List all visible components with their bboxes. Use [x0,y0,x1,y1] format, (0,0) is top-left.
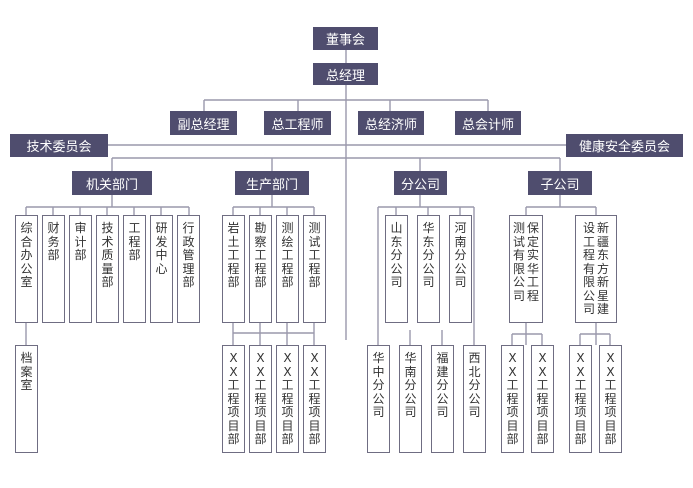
finance-label: 财务部 [47,221,60,262]
chief-engineer-label: 总工程师 [271,117,324,133]
project-dept-label: XX工程项目部 [604,351,617,446]
rnd-label: 研发中心 [155,221,168,276]
admin-label: 行政管理部 [182,221,195,289]
branch-huanan-label: 华南分公司 [404,351,417,419]
branch-huanan-box: 华南分公司 [399,345,422,453]
tech-quality-label: 技术质量部 [101,221,114,289]
tech-quality-box: 技术质量部 [96,215,119,323]
subsidiary-baoding-line-1: 保定实华工程 [526,221,539,303]
admin-box: 行政管理部 [177,215,200,323]
board-box: 董事会 [313,27,378,50]
deputy-gm-label: 副总经理 [177,117,230,133]
dept-subsidiary-box: 子公司 [528,171,592,195]
archive-box: 档案室 [15,345,38,453]
branch-xibei-box: 西北分公司 [463,345,486,453]
branch-huadong-box: 华东分公司 [417,215,440,323]
project-dept-label: XX工程项目部 [227,351,240,446]
project-dept-1: XX工程项目部 [222,345,245,453]
geotech-box: 岩土工程部 [222,215,245,323]
sub-project-dept-4: XX工程项目部 [599,345,622,453]
project-dept-3: XX工程项目部 [276,345,299,453]
general-manager-label: 总经理 [325,68,365,84]
dept-jiguan-label: 机关部门 [85,177,138,193]
finance-box: 财务部 [42,215,65,323]
branch-fujian-box: 福建分公司 [431,345,454,453]
project-dept-label: XX工程项目部 [281,351,294,446]
rnd-box: 研发中心 [150,215,173,323]
hse-committee-label: 健康安全委员会 [578,140,670,155]
chief-economist-label: 总经济师 [364,117,417,133]
branch-fujian-label: 福建分公司 [436,351,449,419]
branch-xibei-label: 西北分公司 [468,351,481,419]
survey-label: 勘察工程部 [254,221,267,289]
subsidiary-baoding-box: 保定实华工程 测试有限公司 [509,215,543,323]
branch-huazhong-box: 华中分公司 [367,345,390,453]
subsidiary-xinjiang-line-2: 设工程有限公司 [582,221,595,316]
subsidiary-baoding-line-2: 测试有限公司 [512,221,525,303]
survey-box: 勘察工程部 [249,215,272,323]
dept-jiguan-box: 机关部门 [72,171,152,195]
project-dept-2: XX工程项目部 [249,345,272,453]
branch-shandong-label: 山东分公司 [390,221,403,289]
engineering-box: 工程部 [123,215,146,323]
sub-project-dept-3: XX工程项目部 [569,345,592,453]
chief-accountant-label: 总会计师 [461,117,514,133]
archive-label: 档案室 [20,351,33,392]
project-dept-label: XX工程项目部 [254,351,267,446]
mapping-label: 测绘工程部 [281,221,294,289]
testing-box: 测试工程部 [303,215,326,323]
board-label: 董事会 [325,33,365,48]
sub-project-dept-1: XX工程项目部 [501,345,524,453]
chief-economist-box: 总经济师 [358,111,424,135]
dept-shengchan-box: 生产部门 [235,171,309,195]
office-box: 综合办公室 [15,215,38,323]
hse-committee-box: 健康安全委员会 [566,134,683,157]
audit-label: 审计部 [74,221,87,262]
project-dept-label: XX工程项目部 [574,351,587,446]
project-dept-4: XX工程项目部 [303,345,326,453]
mapping-box: 测绘工程部 [276,215,299,323]
dept-shengchan-label: 生产部门 [245,177,298,193]
chief-accountant-box: 总会计师 [455,111,521,135]
tech-committee-box: 技术委员会 [10,134,108,157]
branch-huadong-label: 华东分公司 [422,221,435,289]
audit-box: 审计部 [69,215,92,323]
tech-committee-label: 技术委员会 [26,140,92,155]
branch-shandong-box: 山东分公司 [385,215,408,323]
geotech-label: 岩土工程部 [227,221,240,289]
engineering-label: 工程部 [128,221,141,262]
subsidiary-xinjiang-line-1: 新疆东方新星建 [596,221,609,316]
testing-label: 测试工程部 [308,221,321,289]
general-manager-box: 总经理 [313,63,378,85]
branch-huazhong-label: 华中分公司 [372,351,385,419]
dept-branch-box: 分公司 [394,171,447,195]
dept-subsidiary-label: 子公司 [540,177,580,193]
chief-engineer-box: 总工程师 [264,111,331,135]
dept-branch-label: 分公司 [400,177,440,193]
project-dept-label: XX工程项目部 [536,351,549,446]
branch-henan-box: 河南分公司 [449,215,472,323]
project-dept-label: XX工程项目部 [308,351,321,446]
office-label: 综合办公室 [20,221,33,289]
deputy-gm-box: 副总经理 [170,111,237,135]
subsidiary-xinjiang-box: 新疆东方新星建 设工程有限公司 [575,215,617,323]
branch-henan-label: 河南分公司 [454,221,467,289]
project-dept-label: XX工程项目部 [506,351,519,446]
sub-project-dept-2: XX工程项目部 [531,345,554,453]
